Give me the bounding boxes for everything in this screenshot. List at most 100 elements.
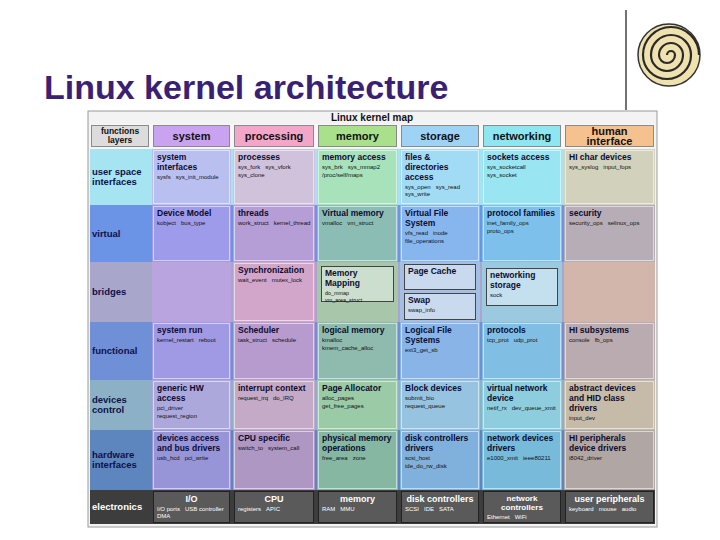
symbol-name: /proc/self/maps: [322, 172, 363, 179]
column-title: human interface: [568, 126, 651, 146]
cell-heading: threads: [238, 209, 310, 219]
symbol-name: sock: [490, 292, 502, 299]
column-tint: [317, 149, 398, 490]
symbol-name: request_irq: [238, 395, 268, 402]
cell-heading: generic HW access: [157, 384, 226, 404]
symbol-name: console: [569, 337, 590, 344]
cell-heading: Virtual File System: [405, 209, 475, 229]
function-cell: Device Model: [153, 206, 230, 261]
layer-name: bridges: [90, 287, 148, 297]
symbol-name: vm_area_struct: [325, 297, 362, 303]
cell-heading: sockets access: [487, 153, 557, 163]
column-title: storage: [420, 131, 460, 141]
bridge-box: Page Cache: [404, 264, 476, 290]
divider-line: [625, 10, 627, 110]
bridge-box: networking storage: [486, 268, 558, 306]
cell-heading: CPU specific: [238, 434, 310, 444]
cell-heading: network devices drivers: [487, 434, 557, 454]
band-fill: [90, 490, 655, 524]
function-cell: abstract devices and HID class drivers: [565, 381, 654, 429]
cell-heading: Scheduler: [238, 326, 310, 336]
symbol-name: sys_init_module: [176, 174, 219, 181]
symbol-name: SCSI: [405, 506, 419, 513]
hardware-heading: I/O: [157, 494, 226, 504]
symbol-name: ide_do_rw_disk: [405, 463, 447, 470]
map-frame: [88, 111, 657, 527]
symbol-name: free_area: [322, 455, 348, 462]
cell-heading: memory access: [322, 153, 393, 163]
map-title: Linux kernel map: [331, 112, 413, 123]
layer-band: devices controlgeneric HW accessinterrup…: [90, 380, 655, 430]
function-cell: generic HW access: [153, 381, 230, 429]
cell-heading: abstract devices and HID class drivers: [569, 384, 650, 413]
symbol-name: sys_socketcall: [487, 164, 526, 171]
cell-heading: virtual network device: [487, 384, 557, 404]
symbol-name: kobject: [157, 220, 176, 227]
bridge-box: Memory Mapping: [321, 266, 394, 302]
cell-heading: system interfaces: [157, 153, 226, 173]
symbol-name: i8042_driver: [569, 455, 602, 462]
column-title: processing: [245, 131, 304, 141]
symbol-name: usb_hcd: [157, 455, 180, 462]
symbol-name: sys_syslog: [569, 164, 598, 171]
cell-heading: interrupt context: [238, 384, 310, 394]
symbol-name: reboot: [199, 337, 216, 344]
column-title: memory: [336, 131, 379, 141]
cell-heading: Logical File Systems: [405, 326, 475, 346]
symbol-name: fb_ops: [595, 337, 613, 344]
bridge-box: Swap: [404, 293, 476, 320]
symbol-name: sysfs: [157, 174, 171, 181]
function-cell: Scheduler: [234, 323, 314, 379]
symbol-name: sys_clone: [238, 172, 265, 179]
symbol-name: I/O ports: [157, 506, 180, 513]
cell-heading: HI subsystems: [569, 326, 650, 336]
symbol-name: work_struct: [238, 220, 269, 227]
symbol-name: udp_prot: [514, 337, 538, 344]
layer-name: functional: [90, 346, 148, 356]
hardware-heading: disk controllers: [405, 494, 475, 504]
symbol-name: MMU: [340, 506, 354, 513]
symbol-name: swap_info: [408, 307, 435, 314]
column-tint: [482, 149, 562, 490]
box-heading: networking storage: [490, 271, 554, 291]
symbol-name: kernel_thread: [274, 220, 311, 227]
logo-shell: [638, 24, 700, 86]
symbol-name: inode: [433, 230, 448, 237]
column-title: functions layers: [94, 127, 146, 145]
symbol-name: file_operations: [405, 238, 444, 245]
function-cell: CPU specific: [234, 431, 314, 489]
box-heading: Memory Mapping: [325, 269, 390, 289]
symbol-name: audio: [622, 506, 637, 513]
symbol-name: USB controller: [185, 506, 224, 513]
cell-heading: Synchronization: [238, 266, 310, 276]
hardware-heading: CPU: [238, 494, 310, 504]
function-cell: security: [565, 206, 654, 261]
symbol-name: vfs_read: [405, 230, 428, 237]
layer-name: electronics: [90, 502, 148, 512]
symbol-name: e1000_xmit: [487, 455, 518, 462]
symbol-name: get_free_pages: [322, 403, 364, 410]
symbol-name: WiFi: [515, 514, 527, 521]
column-header: functions layers: [91, 125, 149, 147]
cell-heading: Device Model: [157, 209, 226, 219]
symbol-name: sys_socket: [487, 172, 517, 179]
cell-heading: physical memory operations: [322, 434, 393, 454]
column-header: memory: [318, 125, 397, 147]
symbol-name: sys_open: [405, 184, 431, 191]
symbol-name: sys_vfork: [265, 164, 290, 171]
column-tint: [152, 149, 231, 490]
symbol-name: keyboard: [569, 506, 594, 513]
symbol-name: switch_to: [238, 445, 263, 452]
cell-heading: Block devices: [405, 384, 475, 394]
cell-heading: HI char devices: [569, 153, 650, 163]
symbol-name: kernel_restart: [157, 337, 194, 344]
symbol-name: selinux_ops: [608, 220, 640, 227]
symbol-name: netif_rx: [487, 405, 507, 412]
column-header: storage: [401, 125, 479, 147]
layer-band: user space interfacessystem interfacespr…: [90, 149, 655, 205]
column-header: networking: [483, 125, 561, 147]
function-cell: Virtual memory: [318, 206, 397, 261]
function-cell: interrupt context: [234, 381, 314, 429]
cell-heading: security: [569, 209, 650, 219]
slide-title: Linux kernel architecture: [44, 68, 448, 106]
